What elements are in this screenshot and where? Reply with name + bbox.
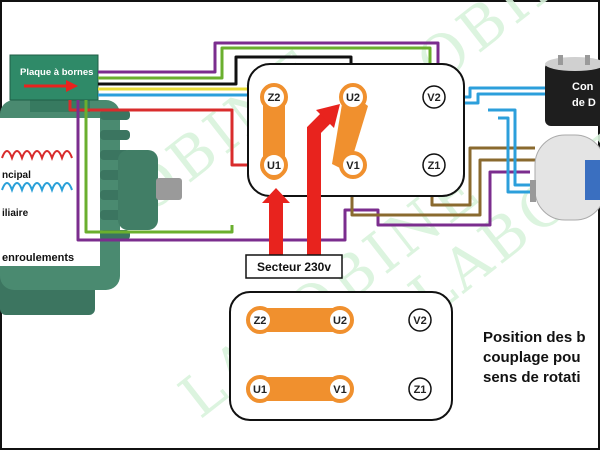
bridge-z2-u2	[252, 308, 352, 332]
svg-text:U1: U1	[267, 160, 281, 172]
plate-arrow-head	[66, 80, 78, 92]
terminal-u2-top: U2	[339, 83, 367, 111]
terminal-v2-bottom: V2	[408, 308, 432, 332]
terminal-board-top: Z2 U2 V2 U1 V1 Z1	[247, 63, 465, 197]
info-line-2: couplage pou	[483, 349, 581, 366]
wire-blue-cap-2	[498, 116, 535, 194]
svg-text:V1: V1	[333, 384, 346, 396]
svg-text:U2: U2	[333, 315, 347, 327]
wire-brown	[350, 158, 535, 217]
capacitor-top: Con de D	[545, 55, 600, 126]
main-winding-label: ncipal	[2, 170, 31, 181]
wire-blue-cap	[488, 108, 535, 187]
terminal-z1-top: Z1	[422, 153, 446, 177]
terminal-v2-top: V2	[422, 85, 446, 109]
supply-arrow-left	[262, 188, 290, 255]
info-line-3: sens de rotati	[483, 369, 581, 386]
terminal-u1-bottom: U1	[246, 375, 274, 403]
capacitor-label-line1: Con	[572, 81, 594, 93]
supply-arrow-right-shaft	[307, 113, 331, 255]
terminal-v1-bottom: V1	[326, 375, 354, 403]
svg-text:Z1: Z1	[414, 384, 427, 396]
terminal-plate-label: Plaque à bornes	[20, 67, 93, 78]
svg-text:V2: V2	[427, 92, 440, 104]
terminal-z2-top: Z2	[260, 83, 288, 111]
svg-text:U2: U2	[346, 92, 360, 104]
motor-illustration: ncipal iliaire enroulements Plaque à bor…	[0, 54, 182, 315]
secteur-label: Secteur 230v	[257, 260, 331, 274]
info-text: Position des b couplage pou sens de rota…	[483, 329, 586, 386]
aux-winding-coil	[1, 182, 73, 193]
terminal-v1-top: V1	[339, 151, 367, 179]
terminal-plate-box	[9, 54, 99, 101]
motor-shaft	[156, 178, 182, 200]
svg-text:U1: U1	[253, 384, 267, 396]
terminal-z1-bottom: Z1	[408, 377, 432, 401]
supply-arrows	[262, 104, 340, 255]
terminal-u2-bottom: U2	[326, 306, 354, 334]
motor-end-shield	[118, 150, 158, 230]
main-winding-coil	[1, 150, 73, 161]
info-line-1: Position des b	[483, 329, 586, 346]
secteur-label-box: Secteur 230v	[245, 254, 343, 279]
svg-text:Z1: Z1	[428, 160, 441, 172]
terminal-u1-top: U1	[260, 151, 288, 179]
terminal-z2-bottom: Z2	[246, 306, 274, 334]
wire-red	[68, 100, 262, 167]
svg-text:Z2: Z2	[268, 92, 281, 104]
bridge-u1-v1	[252, 377, 352, 401]
bridge-u2-v1	[332, 92, 368, 172]
terminal-board-bottom: Z2 U2 V2 U1 V1 Z1	[229, 291, 453, 421]
supply-arrow-right-head	[316, 104, 340, 128]
svg-text:Z2: Z2	[254, 315, 267, 327]
wire-green-bottom	[84, 100, 234, 234]
aux-winding-label: iliaire	[2, 208, 29, 219]
svg-text:V1: V1	[346, 160, 359, 172]
wires	[68, 41, 545, 242]
capacitor-label-line2: de D	[572, 97, 596, 109]
wire-purple-bottom	[76, 100, 530, 242]
windings-caption: enroulements	[2, 252, 74, 264]
wire-purple	[98, 41, 440, 84]
wire-green	[98, 46, 432, 84]
capacitor-bottom	[530, 134, 600, 221]
svg-text:V2: V2	[413, 315, 426, 327]
